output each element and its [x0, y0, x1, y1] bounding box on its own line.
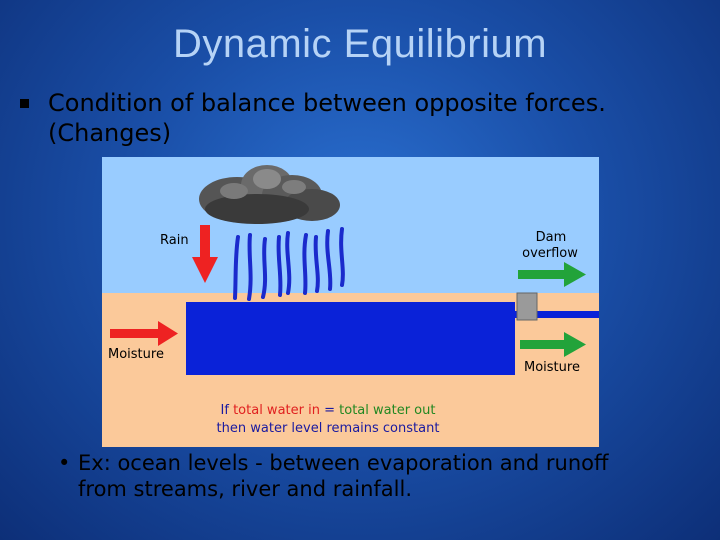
caption-if: If	[221, 403, 234, 418]
bullet-square-icon	[20, 99, 29, 108]
water-body	[186, 302, 515, 375]
caption-water-in: total water in	[233, 403, 320, 418]
label-dam: Dam	[536, 230, 567, 245]
cloud-icon	[199, 165, 340, 224]
moisture-out-arrow-icon	[520, 332, 586, 357]
water-overflow-strip	[515, 311, 599, 318]
label-overflow: overflow	[522, 246, 578, 261]
caption-line-1: If total water in = total water out	[221, 403, 436, 418]
rain-arrow-icon	[192, 225, 218, 283]
sub-bullet-text: Ex: ocean levels - between evaporation a…	[78, 450, 708, 502]
caption-equals: =	[320, 403, 339, 418]
main-bullet-line-1: Condition of balance between opposite fo…	[48, 89, 606, 117]
label-rain: Rain	[160, 233, 189, 248]
dam-block	[516, 292, 538, 321]
sub-bullet-line-2: from streams, river and rainfall.	[78, 477, 412, 501]
dam-overflow-arrow-icon	[518, 262, 586, 287]
label-moisture-right: Moisture	[524, 360, 580, 375]
main-bullet-line-2: (Changes)	[48, 119, 172, 147]
moisture-in-arrow-icon	[110, 321, 178, 346]
water-cycle-diagram: Rain Moisture Dam overflow Moisture If t…	[102, 157, 599, 447]
caption-line-2: then water level remains constant	[217, 421, 440, 436]
caption-water-out: total water out	[339, 403, 435, 418]
rain-streaks-icon	[233, 227, 345, 301]
sub-bullet-dot-icon: •	[58, 451, 71, 475]
slide-title: Dynamic Equilibrium	[172, 22, 548, 66]
label-moisture-left: Moisture	[108, 347, 164, 362]
main-bullet: Condition of balance between opposite fo…	[48, 88, 708, 148]
sub-bullet-line-1: Ex: ocean levels - between evaporation a…	[78, 451, 609, 475]
